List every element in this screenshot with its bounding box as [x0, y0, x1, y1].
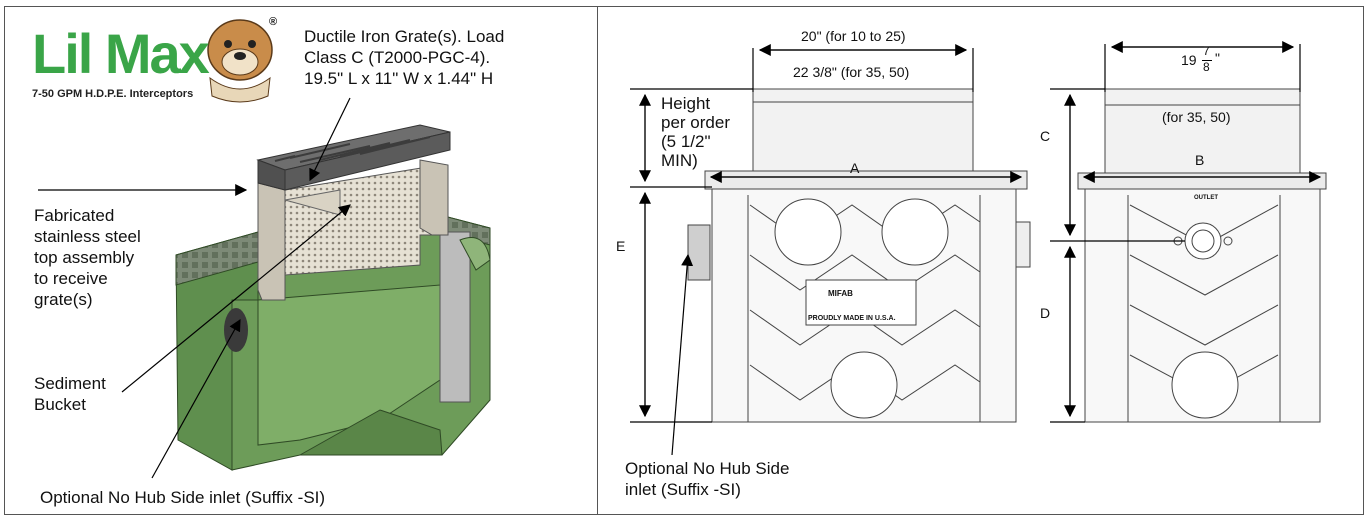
nameplate-made: PROUDLY MADE IN U.S.A. [808, 315, 896, 322]
side-view-drawing [1077, 88, 1327, 423]
front-view-drawing [687, 88, 1031, 423]
width-side-label: 19 7 8 " [1181, 44, 1220, 74]
logo-tagline: 7-50 GPM H.D.P.E. Interceptors [32, 88, 194, 100]
dim-b-label: B [1195, 152, 1205, 168]
dimension-lines [630, 41, 1322, 456]
width-side-note-label: (for 35, 50) [1162, 109, 1231, 125]
width-side-numerator: 7 [1203, 44, 1210, 58]
width-large-label: 22 3/8" (for 35, 50) [793, 64, 910, 80]
side-inlet-label: Optional No Hub Side inlet (Suffix -SI) [40, 488, 326, 507]
outlet-label: OUTLET [1194, 195, 1218, 201]
top-assembly-label: Fabricated stainless steel top assembly … [34, 206, 141, 309]
nameplate-brand: MIFAB [828, 289, 853, 298]
ductile-iron-grate [256, 124, 451, 191]
logo-wordmark: Lil Max [32, 22, 210, 85]
width-side-denominator: 8 [1203, 60, 1210, 74]
stainless-top-assembly [257, 159, 449, 301]
registered-mark: ® [269, 16, 278, 28]
width-small-label: 20" (for 10 to 25) [801, 28, 906, 44]
dim-c-label: C [1040, 128, 1051, 144]
bulldog-logo-icon [207, 19, 273, 103]
width-side-unit: " [1215, 50, 1220, 66]
grate-note-label: Ductile Iron Grate(s). Load Class C (T20… [304, 27, 505, 88]
height-note-label: Height per order (5 1/2" MIN) [661, 94, 730, 170]
dim-d-label: D [1040, 305, 1051, 321]
side-inlet-note-label: Optional No Hub Side inlet (Suffix -SI) [625, 459, 790, 499]
left-leaders [38, 97, 351, 479]
sediment-bucket-label: Sediment Bucket [34, 374, 106, 414]
dim-a-label: A [850, 160, 860, 176]
interceptor-cutaway [175, 214, 491, 471]
width-side-whole: 19 [1181, 52, 1197, 68]
dim-e-label: E [616, 238, 626, 254]
